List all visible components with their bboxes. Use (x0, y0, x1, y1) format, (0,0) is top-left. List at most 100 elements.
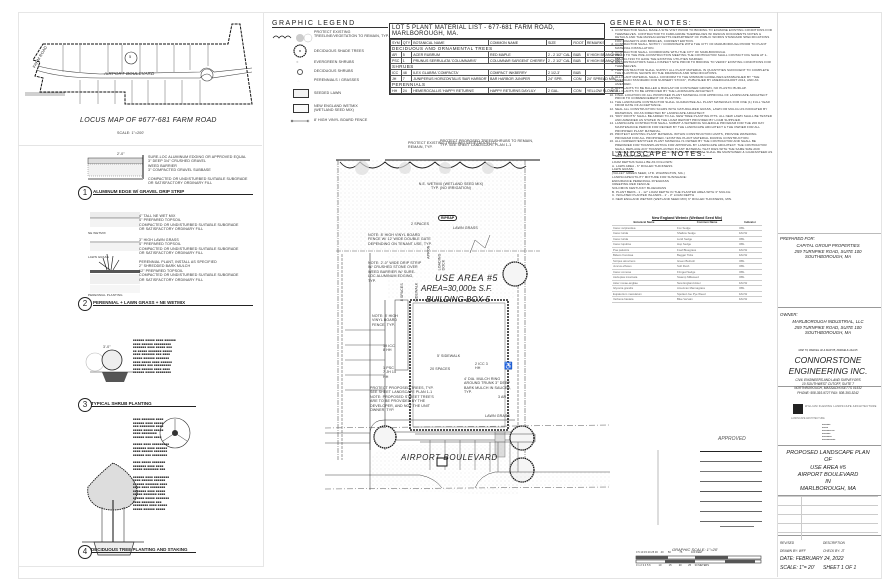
legend-item: 8' HIGH VINYL BOARD FENCE (270, 116, 390, 126)
landscape-notes-title: LANDSCAPE NOTES: (612, 151, 712, 159)
shrub-planting-drawing (85, 349, 135, 382)
callout-ne-wetmix: N.E. WETMIX (WETLAND SEED MIX) TYP. (NO … (418, 182, 484, 191)
detail-2-sublabel-wetmix: NE WETMIX (88, 231, 106, 235)
use-area-building: BUILDING BOX-5 (426, 295, 491, 304)
scale-feet-ticks: 0 5 10 15 20 25 30 40 50 75 100 FEET (636, 551, 703, 554)
la-firm-contact: ■■■■■■■■■■■■■■■■■■■■ ■■■■■■■■■■■■■■■■■■■… (822, 424, 836, 441)
title-block (777, 12, 881, 577)
evergreen-shrub-icon: ✱ (296, 60, 299, 64)
legend-item: SEEDED LAWN (270, 87, 390, 101)
la-firm-sub: LANDSCAPE ARCHITECTURE (791, 417, 825, 420)
approved-label: APPROVED (718, 436, 746, 442)
legend-title: GRAPHIC LEGEND (272, 20, 388, 28)
street-trees-note: PROTECT PROPOSED TREES, TYP. SEE SHEET L… (370, 386, 434, 413)
locus-map-scale: SCALE: 1"=200' (117, 131, 145, 135)
approval-signature-line (720, 526, 754, 527)
deciduous-shrub-icon (297, 69, 303, 75)
scalloped-treeline-icon (272, 33, 313, 43)
detail-1-title: ALUMINUM EDGE W/ GRAVEL DRIP STRIP (93, 189, 253, 195)
detail-2-sublabel-lawn: LAWN GRASS (88, 255, 109, 259)
callout-protect-proposed: PROTECT PROPOSED TREES/SHRUBS TO REMAIN,… (440, 139, 534, 148)
detail-2-sublabel-perennial: PERENNIAL PLANTING (88, 293, 123, 297)
use-area-title: USE AREA #5 (435, 273, 498, 283)
lot-marker: 5 (129, 54, 132, 59)
detail-2-number: 2 (78, 297, 92, 311)
detail-1-notes: SURE-LOC ALUMINUM EDGING OR APPROVED EQU… (148, 155, 248, 186)
la-firm-logo-icon (793, 404, 803, 414)
mulch-note: 4' DIA. MULCH RING AROUND TRUNK 3" DEEP … (464, 377, 512, 395)
la-firm-name: WILLIAM FLEMING LANDSCAPE ARCHITECTURE (805, 405, 877, 408)
fence-note-2: NOTE: 8' HIGH VINYL BOARD FENCE, TYP. (372, 314, 398, 327)
landscape-notes: LOAM DEPTHS SHALL BE AS FOLLOWS:A. LAWN … (612, 160, 733, 202)
airport-boulevard-label: AIRPORT BOULEVARD (104, 71, 155, 76)
prepared-for-label: PREPARED FOR: (780, 236, 815, 241)
loading-dock-label: LOADING DOCK (437, 253, 446, 271)
wetmix-table-title: New England Wetmix (Wetland Seed Mix) (651, 216, 723, 220)
detail-4-number: 4 (78, 545, 92, 559)
check-by: CHECK BY: JT (823, 549, 845, 553)
accessible-parking-icon: ♿ (504, 363, 513, 370)
twenty-spaces-label: 20 SPACES (430, 367, 451, 371)
divider (18, 145, 262, 146)
scale-meter-ticks: 0 1 2 3 4 5 6 10 15 20 25 30 METERS (636, 564, 710, 567)
detail-3-dim: 3'-0" (103, 345, 111, 349)
graphic-scale-bar (635, 555, 762, 564)
vinyl-fence-icon (290, 119, 310, 123)
general-notes-list: CONTRACTOR SHALL MAKE A SITE VISIT PRIOR… (605, 28, 773, 158)
icc-19-tag: 19 ICC 8 HH (383, 344, 395, 353)
sidewalk-label: SIDEWALK (414, 282, 419, 302)
owner-label: OWNER: (780, 312, 798, 317)
general-notes-title: GENERAL NOTES: (610, 20, 760, 28)
scale: SCALE: 1"= 20' (780, 565, 815, 571)
sheet-number: SHEET 1 OF 1 (823, 565, 857, 571)
detail-2-title: PERENNIAL + LAWN GRASS + NE WETMIX (93, 300, 253, 306)
detail-4-notes: ■■■■ ■■■■■■■ ■■■■■■■■■■ ■■■■ ■■■■■■■■ ■■… (133, 417, 170, 511)
locus-map-title: LOCUS MAP OF #677-681 FARM ROAD (80, 117, 217, 124)
graphic-scale-title: GRAPHIC SCALE: 1"=20' (672, 547, 718, 552)
use-area-size: AREA=30,000± S.F. (421, 284, 493, 293)
psc-tag: 1 PSC 7 JH 15 HH (383, 366, 397, 379)
legend-item: PROTECT EXISTING TREELINE/VEGETATION TO … (270, 30, 390, 44)
seeded-lawn-icon (293, 89, 309, 98)
detail-1-drawing (87, 155, 144, 180)
lawn-grass-bottom-label: LAWN GRASS (485, 414, 510, 418)
drip-strip-note: NOTE: 2'-0" WIDE DRIP STRIP W/ CRUSHED S… (368, 261, 422, 283)
legend-item: NEW ENGLAND WETMIX (WETLAND SEED MIX) (270, 101, 390, 116)
eight-spaces-label: 8 SPACES (399, 283, 404, 302)
graphic-legend: PROTECT EXISTING TREELINE/VEGETATION TO … (270, 30, 390, 126)
revised-label: REVISED (780, 541, 794, 545)
detail-2-drawing (90, 212, 140, 293)
wetland-seed-icon (293, 104, 309, 113)
drawn-by: DRAWN BY: WFF (780, 549, 806, 553)
description-label: DESCRIPTION (823, 541, 845, 545)
ar-tag: 3 AR (498, 395, 507, 399)
legend-item: DECIDUOUS SHADE TREES (270, 44, 390, 58)
legend-item: ✱ EVERGREEN SHRUBS (296, 60, 355, 64)
icc-2-tag: 2 ICC 3 HH (475, 362, 488, 371)
detail-4-title: DECIDUOUS TREE PLANTING AND STAKING (91, 547, 196, 553)
detail-1-dim: 2'-0" (117, 152, 125, 156)
detail-3-title: TYPICAL SHRUB PLANTING (91, 401, 196, 407)
tree-planting-drawing (82, 417, 191, 556)
